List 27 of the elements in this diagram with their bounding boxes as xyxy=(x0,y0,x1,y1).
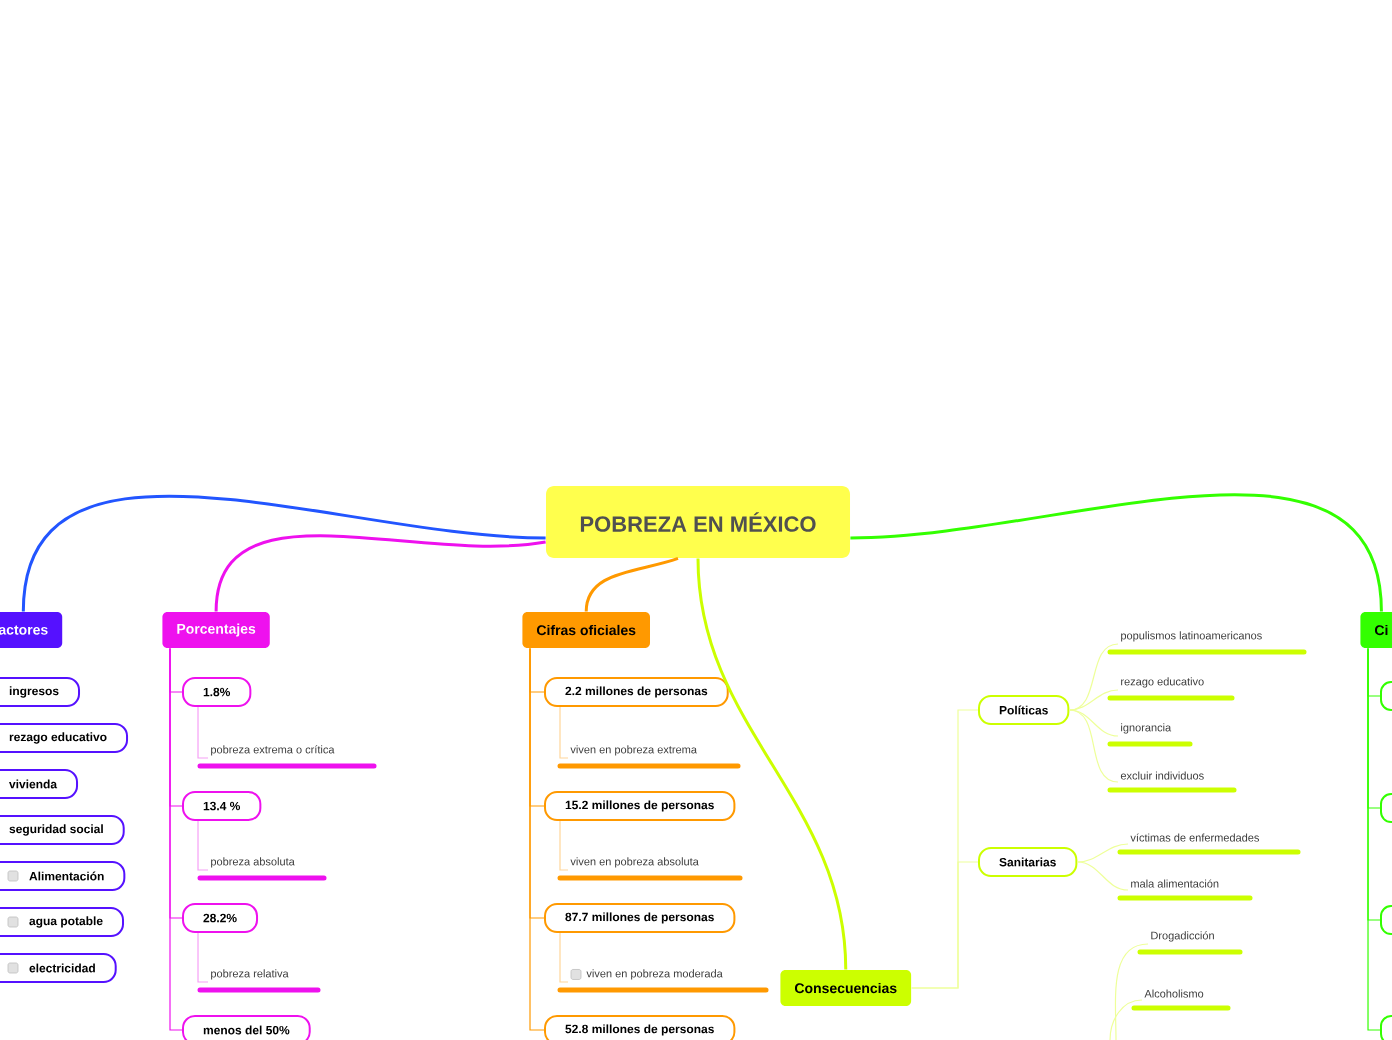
connector xyxy=(197,820,209,871)
connector xyxy=(559,706,569,759)
connector xyxy=(1109,999,1143,1040)
connector xyxy=(197,932,209,983)
connector xyxy=(1076,861,1129,891)
connector xyxy=(584,557,679,612)
subtopic-box xyxy=(1380,905,1392,935)
subtopic-box xyxy=(1380,681,1392,711)
connector xyxy=(1068,709,1119,783)
connector xyxy=(910,861,979,989)
connector xyxy=(1068,709,1119,737)
connector xyxy=(21,494,546,612)
connector xyxy=(169,647,183,1031)
subtopic-box xyxy=(1380,1015,1392,1040)
connector xyxy=(1076,843,1129,863)
connector xyxy=(559,932,569,983)
connector xyxy=(850,493,1383,612)
connector xyxy=(696,558,848,970)
connector xyxy=(529,647,545,1031)
connector xyxy=(214,534,546,612)
connector xyxy=(559,820,569,871)
subtopic-box xyxy=(1380,793,1392,823)
connector xyxy=(1114,943,1149,1040)
connector xyxy=(1068,689,1119,711)
central-topic: POBREZA EN MÉXICO xyxy=(546,486,850,558)
connector xyxy=(1367,647,1381,1031)
connector xyxy=(197,706,209,759)
